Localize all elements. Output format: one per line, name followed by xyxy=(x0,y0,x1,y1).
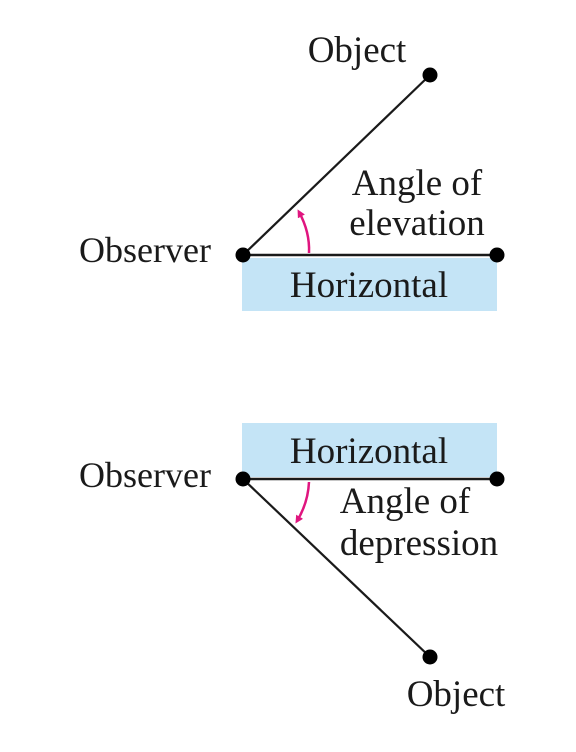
horizontal-band-depression xyxy=(242,423,497,477)
object-point-elevation xyxy=(422,67,438,83)
horizontal-label-depression: Horizontal xyxy=(290,431,448,472)
horizontal-label-elevation: Horizontal xyxy=(290,265,448,306)
angle-of-elevation-arc xyxy=(297,209,311,254)
angle-of-depression-label-line2: depression xyxy=(340,523,498,564)
angle-of-depression-label-line1: Angle of xyxy=(340,481,471,522)
observer-label-elevation: Observer xyxy=(79,230,211,270)
observer-label-depression: Observer xyxy=(79,455,211,495)
angle-of-elevation-label-line2: elevation xyxy=(349,203,485,244)
line-of-sight-elevation xyxy=(242,74,431,256)
elevation-panel: Horizontal Object Angle of elevation Obs… xyxy=(79,30,505,311)
horizontal-band-elevation xyxy=(242,258,497,311)
observer-point-depression xyxy=(235,471,251,487)
horizontal-end-point-depression xyxy=(489,471,505,487)
line-of-sight-depression xyxy=(242,478,431,658)
observer-point-elevation xyxy=(235,247,251,263)
depression-panel: Horizontal Observer Angle of depression … xyxy=(79,423,506,715)
object-point-depression xyxy=(422,649,438,665)
object-label-elevation: Object xyxy=(308,30,407,71)
object-label-depression: Object xyxy=(407,674,506,715)
angle-of-depression-arc xyxy=(295,481,311,524)
horizontal-end-point-elevation xyxy=(489,247,505,263)
angle-of-elevation-label-line1: Angle of xyxy=(352,163,483,204)
